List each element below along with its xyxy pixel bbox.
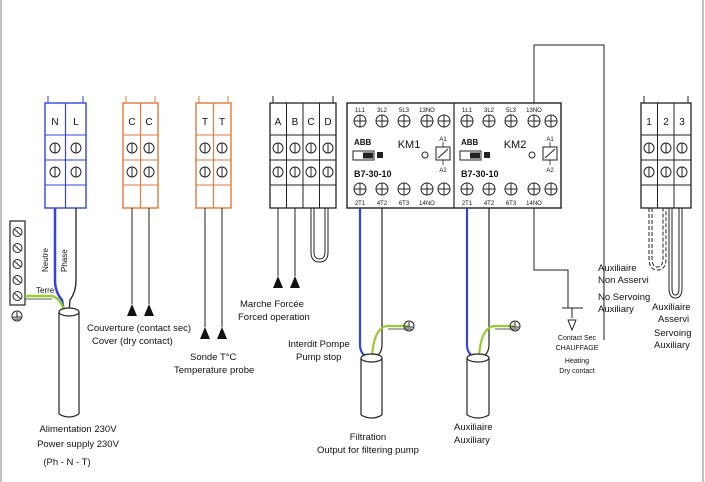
km1-a1: A1 — [439, 137, 447, 143]
power-label-en: Power supply 230V — [37, 439, 120, 450]
temperature-terminal-block: T T — [195, 96, 232, 339]
control-terminal-label: C — [307, 117, 314, 128]
earth-bar — [9, 220, 26, 322]
labels: Alimentation 230V Power supply 230V (Ph … — [37, 263, 691, 468]
cover-label-fr: Couverture (contact sec) — [87, 323, 191, 334]
km2-name: KM2 — [504, 139, 527, 151]
aux-nonservo-fr2: Non Asservi — [598, 275, 649, 286]
km2-a2: A2 — [546, 168, 554, 174]
km1-top-label: 13NO — [419, 108, 435, 114]
heating-label-en2: Dry contact — [559, 368, 594, 375]
control-terminal-label: D — [324, 117, 331, 128]
temperature-terminal-label: T — [202, 117, 208, 128]
km1-top-label: 3L2 — [377, 108, 388, 114]
heating-label-fr1: Contact Sec — [558, 335, 597, 342]
control-terminal-block: A B C D — [269, 96, 337, 288]
km1-top-label: 5L3 — [399, 108, 410, 114]
km2-top-label: 3L2 — [484, 108, 495, 114]
contactor-assembly: 1L1 3L2 5L3 13NO ABB KM1 A1 A2 B7-30- — [346, 102, 562, 209]
km2-top-label: 5L3 — [506, 108, 517, 114]
aux-nonservo-en2: Auxiliary — [598, 304, 634, 315]
aux-servo-fr2: Asservi — [658, 314, 689, 325]
pumpstop-label-en: Pump stop — [296, 352, 341, 363]
aux-terminal-block: 1 2 3 — [640, 96, 692, 299]
contactor-km1: 1L1 3L2 5L3 13NO ABB KM1 A1 A2 B7-30- — [352, 108, 451, 207]
earth-wire-label: Terre — [36, 286, 55, 295]
probe-label-en: Temperature probe — [174, 365, 254, 376]
heating-label-fr2: CHAUFFAGE — [556, 345, 599, 352]
km2-a1: A1 — [546, 137, 554, 143]
forced-label-en: Forced operation — [238, 312, 310, 323]
power-terminal-block: N L — [44, 96, 87, 209]
neutral-wire-label: Neutre — [41, 247, 50, 272]
km2-bottom-label: 6T3 — [506, 201, 517, 207]
aux-servo-en1: Servoing — [654, 328, 692, 339]
km1-bottom-label: 6T3 — [399, 201, 410, 207]
km2-bottom-label: 2T1 — [462, 201, 473, 207]
km2-top-label: 1L1 — [462, 108, 473, 114]
km1-a2: A2 — [439, 168, 447, 174]
auxiliary-label-en: Auxiliary — [454, 435, 490, 446]
phase-wire-label: Phase — [60, 249, 69, 272]
contactor-km2: 1L1 3L2 5L3 13NO ABB KM2 A1 A2 B7-30- — [459, 108, 558, 207]
filtration-label-en: Output for filtering pump — [317, 445, 419, 456]
cover-terminal-label: C — [128, 117, 135, 128]
km1-bottom-label: 4T2 — [377, 201, 388, 207]
pumpstop-label-fr: Interdit Pompe — [288, 339, 350, 350]
power-terminal-label: L — [73, 117, 79, 128]
aux-terminal-label: 1 — [646, 117, 652, 128]
km2-bottom-label: 14NO — [526, 201, 542, 207]
cover-terminal-block: C C — [122, 96, 159, 316]
aux-servo-fr1: Auxiliaire — [652, 302, 691, 313]
km1-name: KM1 — [398, 139, 421, 151]
control-terminal-label: B — [292, 117, 299, 128]
aux-terminal-label: 3 — [679, 117, 685, 128]
cover-terminal-label: C — [145, 117, 152, 128]
power-label-fr: Alimentation 230V — [39, 424, 117, 435]
control-terminal-label: A — [275, 117, 282, 128]
heating-contact-wiring — [533, 44, 605, 340]
km2-brand: ABB — [461, 138, 479, 147]
km1-bottom-label: 2T1 — [355, 201, 366, 207]
aux-servo-en2: Auxiliary — [654, 340, 690, 351]
km1-top-label: 1L1 — [355, 108, 366, 114]
heating-label-en1: Heating — [565, 358, 589, 365]
filtration-label-fr: Filtration — [350, 432, 386, 443]
earth-icon — [11, 310, 23, 322]
power-phases-label: (Ph - N - T) — [43, 457, 90, 468]
km1-bottom-label: 14NO — [419, 201, 435, 207]
km1-model: B7-30-10 — [354, 169, 392, 179]
earth-icon — [509, 320, 521, 332]
forced-label-fr: Marche Forcée — [240, 299, 304, 310]
temperature-terminal-label: T — [219, 117, 225, 128]
aux-nonservo-en1: No Servoing — [598, 292, 650, 303]
km2-model: B7-30-10 — [461, 169, 499, 179]
power-cable: Neutre Phase Terre — [25, 208, 80, 418]
aux-nonservo-fr1: Auxiliaire — [598, 263, 637, 274]
aux-terminal-label: 2 — [663, 117, 669, 128]
earth-icon — [403, 320, 415, 332]
auxiliary-label-fr: Auxiliaire — [454, 422, 493, 433]
cover-label-en: Cover (dry contact) — [92, 336, 173, 347]
km2-top-label: 13NO — [526, 108, 542, 114]
km2-bottom-label: 4T2 — [484, 201, 495, 207]
km1-brand: ABB — [354, 138, 372, 147]
auxiliary-cable — [465, 208, 521, 419]
power-terminal-label: N — [51, 117, 58, 128]
probe-label-fr: Sonde T°C — [190, 352, 237, 363]
filtration-cable — [358, 208, 415, 419]
